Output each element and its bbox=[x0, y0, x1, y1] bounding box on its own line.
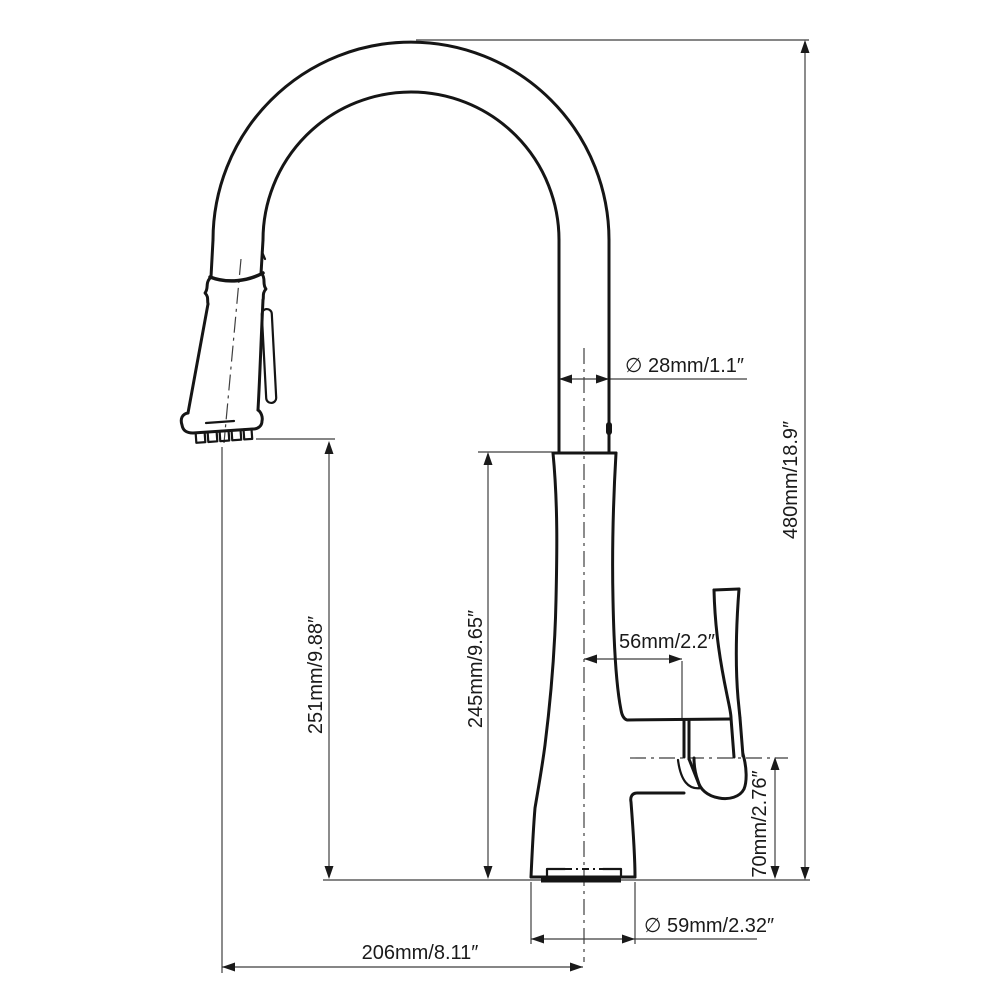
spout-diameter-label: ∅ 28mm/1.1″ bbox=[625, 355, 744, 377]
body-lower-step bbox=[629, 791, 686, 879]
body-left-edge bbox=[529, 451, 559, 879]
spout-left-leg-inner bbox=[259, 238, 265, 276]
arrowhead bbox=[584, 654, 597, 664]
gooseneck-inner-arc bbox=[261, 90, 561, 242]
pipe-seam-mark bbox=[606, 422, 612, 435]
spray-face-slot bbox=[204, 419, 236, 425]
spray-head bbox=[179, 250, 278, 444]
handle-assembly bbox=[676, 587, 748, 801]
collar-ridges-right bbox=[260, 272, 268, 302]
arrowhead bbox=[324, 866, 334, 879]
overall-height-label: 480mm/18.9″ bbox=[780, 421, 802, 539]
handle-lever-left-edge bbox=[712, 588, 733, 720]
handle-pivot-height-label: 70mm/2.76″ bbox=[749, 770, 771, 877]
body-right-edge bbox=[611, 451, 733, 722]
arrowhead bbox=[800, 40, 810, 53]
arrowhead bbox=[483, 452, 493, 465]
base-mount-detail bbox=[545, 867, 623, 879]
arrowhead bbox=[669, 654, 682, 664]
faucet-body bbox=[529, 451, 733, 883]
nozzle-tooth bbox=[230, 428, 243, 442]
arrowhead bbox=[596, 374, 609, 384]
spout-body-height-label: 245mm/9.65″ bbox=[465, 610, 487, 728]
spray-head-cone-left bbox=[186, 302, 210, 415]
handle-offset-label: 56mm/2.2″ bbox=[619, 631, 715, 653]
nozzle-tooth bbox=[194, 431, 207, 444]
arrowhead bbox=[770, 757, 780, 770]
spray-head-collar bbox=[208, 271, 265, 283]
nozzle-tooth bbox=[206, 430, 219, 444]
arrowhead bbox=[800, 867, 810, 880]
arrowhead bbox=[570, 962, 583, 972]
hose-parting-mark bbox=[260, 250, 267, 261]
gooseneck-spout bbox=[209, 40, 612, 454]
arrowhead bbox=[324, 441, 334, 454]
collar-ridges-left bbox=[203, 276, 212, 306]
dimension-lines bbox=[221, 39, 810, 973]
arrowhead bbox=[222, 962, 235, 972]
arrowhead bbox=[483, 866, 493, 879]
spray-outlet-height-label: 251mm/9.88″ bbox=[305, 616, 327, 734]
wand-centerline bbox=[223, 258, 242, 444]
spray-mode-button bbox=[260, 307, 278, 405]
arrowhead bbox=[770, 866, 780, 879]
arrowhead bbox=[622, 934, 635, 944]
arrowhead bbox=[531, 934, 544, 944]
base-diameter-label: ∅ 59mm/2.32″ bbox=[644, 915, 774, 937]
nozzle-tooth bbox=[218, 429, 231, 443]
handle-stem bbox=[729, 716, 745, 759]
nozzle-teeth bbox=[194, 427, 254, 444]
handle-pivot-cap bbox=[692, 752, 748, 801]
handle-lever-right-edge bbox=[734, 587, 742, 720]
arrowhead bbox=[559, 374, 572, 384]
faucet-outline bbox=[179, 40, 748, 883]
spout-left-leg-outer bbox=[209, 238, 215, 279]
valve-housing-bottom-arc bbox=[676, 758, 703, 790]
spout-reach-label: 206mm/8.11″ bbox=[362, 942, 479, 964]
nozzle-tooth bbox=[242, 427, 254, 441]
gooseneck-outer-arc bbox=[211, 40, 611, 242]
dimension-labels: ∅ 28mm/1.1″ 480mm/18.9″ 251mm/9.88″ 245m… bbox=[305, 355, 802, 964]
handle-lever-top bbox=[712, 587, 741, 592]
